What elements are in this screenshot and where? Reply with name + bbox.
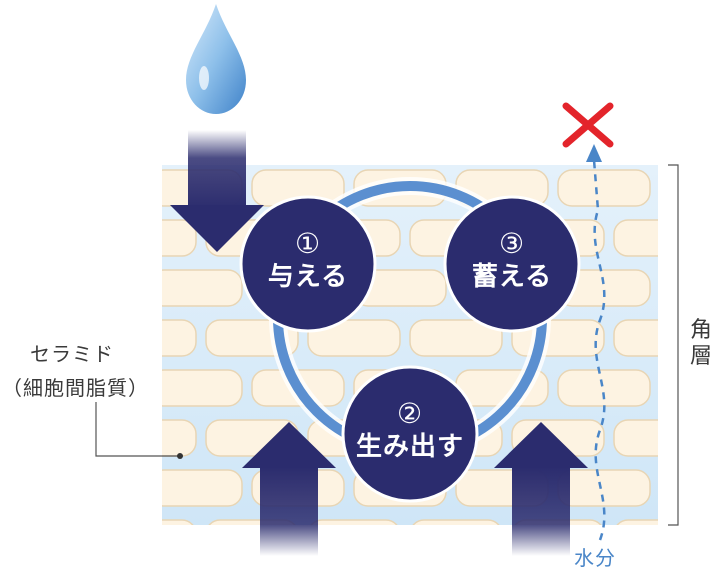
corneocyte-cell: [310, 519, 398, 525]
corneocyte-cell: [162, 469, 243, 507]
corneocyte-cell: [162, 219, 197, 257]
ceramide-leader-line: [95, 402, 178, 457]
water-label: 水分: [574, 546, 616, 570]
production-arrow-up-right: [494, 422, 588, 556]
inflow-arrow-down: [170, 130, 264, 252]
water-arrowhead: [586, 144, 602, 162]
corneocyte-cell: [660, 470, 714, 506]
corneocyte-cell: [162, 419, 197, 457]
corneocyte-cell: [613, 319, 658, 357]
corneocyte-cell: [162, 319, 197, 357]
water-escape-path: [592, 159, 606, 541]
ceramide-leader-dot: [177, 453, 183, 459]
corneocyte-cell: [557, 369, 651, 407]
water-droplet-icon: [186, 4, 246, 114]
stratum-bracket: [668, 164, 679, 526]
corneocyte-cell: [660, 370, 714, 406]
step-3-text: 蓄える: [471, 262, 553, 292]
step-1-label: ① 与える: [238, 226, 378, 294]
step-1-text: 与える: [267, 262, 349, 292]
step-2-label: ② 生み出す: [340, 396, 480, 464]
corneocyte-cell: [162, 519, 194, 525]
corneocyte-cell: [660, 170, 714, 206]
intercellular-lipid-label: （細胞間脂質）: [2, 376, 149, 400]
ceramide-label: セラミド: [30, 342, 114, 366]
corneocyte-cell: [162, 269, 243, 307]
corneocyte-cell: [162, 369, 243, 407]
corneocyte-cell: [307, 319, 401, 357]
corneocyte-cell: [409, 319, 503, 357]
step-3-number: ③: [498, 227, 526, 260]
corneocyte-cell: [660, 270, 714, 306]
step-2-circle: [341, 365, 479, 503]
droplet-highlight: [199, 66, 209, 90]
blocked-cross-icon: [562, 102, 614, 148]
step-1-circle: [239, 195, 377, 333]
stratum-corneum-label: 角 層: [688, 318, 714, 371]
step-3-circle: [443, 195, 581, 333]
corneocyte-cell: [557, 169, 651, 207]
corneocyte-cell: [613, 219, 658, 257]
step-2-number: ②: [396, 397, 424, 430]
production-arrow-up-left: [242, 422, 336, 556]
stratum-char-2: 層: [689, 344, 712, 370]
stratum-char-1: 角: [689, 318, 712, 343]
step-2-text: 生み出す: [355, 432, 464, 462]
corneocyte-cell: [613, 419, 658, 457]
corneocyte-cell: [616, 519, 658, 525]
corneocyte-cell: [412, 519, 500, 525]
step-1-number: ①: [294, 227, 322, 260]
step-3-label: ③ 蓄える: [442, 226, 582, 294]
